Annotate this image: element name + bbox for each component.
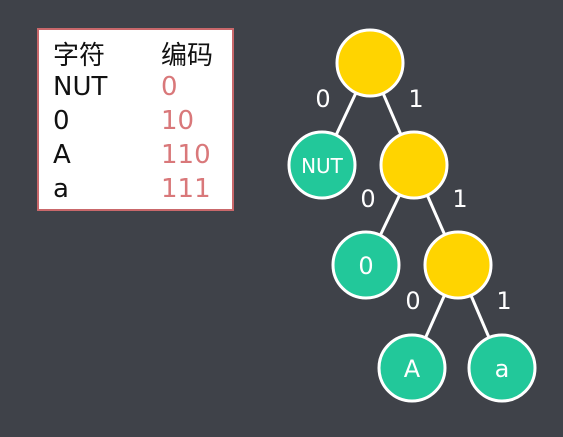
leaf-node-0 [331,230,401,300]
row-code: 10 [161,106,195,136]
leaf-label: a [495,355,510,383]
edge-label-0: 0 [360,185,375,213]
leaf-label: A [404,355,421,383]
row-code: 0 [161,72,178,102]
internal-node [335,28,405,98]
row-char: NUT [53,72,108,102]
leaf-node-nut [287,130,357,200]
code-table-header: 字符 编码 [53,36,232,71]
row-char: 0 [53,106,70,136]
edge-label-1: 1 [496,287,511,315]
code-table-row: A 110 [53,138,232,172]
code-table-row: a 111 [53,172,232,206]
edge-label-0: 0 [405,287,420,315]
edge-label-1: 1 [408,85,423,113]
internal-node [423,230,493,300]
edge-label-0: 0 [315,85,330,113]
code-table: 字符 编码 NUT 0 0 10 A 110 a 111 [37,28,234,211]
header-code: 编码 [161,40,214,71]
leaf-node-a [467,333,537,403]
row-code: 111 [161,174,211,204]
header-char: 字符 [53,40,106,71]
leaf-node-A [377,333,447,403]
code-table-row: 0 10 [53,104,232,138]
internal-node [379,130,449,200]
row-code: 110 [161,140,211,170]
code-table-row: NUT 0 [53,70,232,104]
edge-label-1: 1 [452,185,467,213]
leaf-label: NUT [301,154,344,178]
row-char: a [53,174,69,204]
row-char: A [53,140,71,170]
leaf-label: 0 [358,252,373,280]
